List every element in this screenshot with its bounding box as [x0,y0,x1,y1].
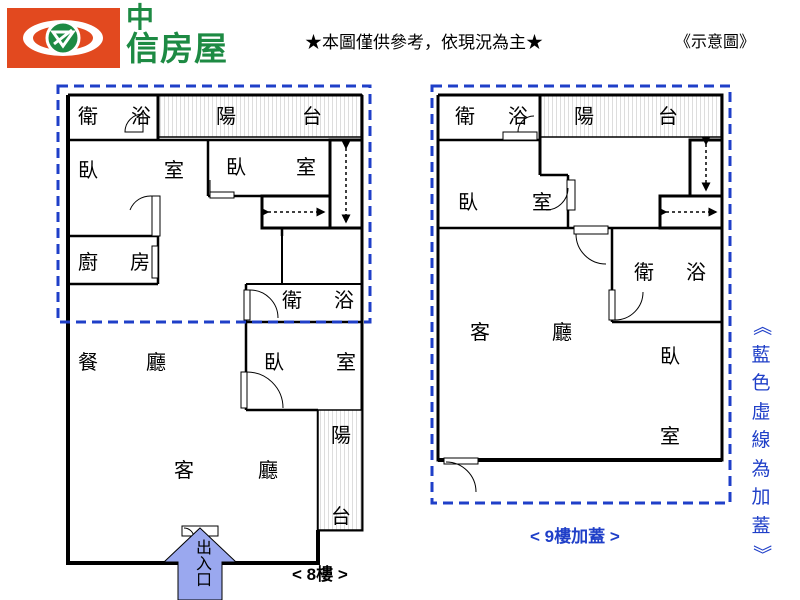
floor8-balcony-top [157,94,363,138]
floor8-bedroom2-char2: 室 [296,155,316,179]
floor9-bathroom-top-char1: 衛 [455,104,475,128]
floor9-bathroom-top-char2: 浴 [508,104,528,128]
floor8-bathroom2-char2: 浴 [334,288,354,312]
floor8-bathroom2-char1: 衛 [282,288,302,312]
floor8-balcony-top-char2: 台 [302,104,322,128]
floor8-entrance-label: 出入口 [195,538,212,589]
floor9-extension-boundary [430,84,732,505]
floor8-balcony-side-char1: 陽 [331,423,351,447]
floor8-bedroom2-char1: 臥 [226,155,246,179]
brand-name-line2: 信房屋 [126,29,228,68]
floor9-bedroom1-char2: 室 [532,190,552,214]
disclaimer-notice: ★本圖僅供參考，依現況為主★ [305,33,543,53]
floor8-plan [66,93,364,565]
floor8-extension-boundary [56,84,372,324]
floor8-bedroom1-char2: 室 [164,158,184,182]
floor9-living-char1: 客 [470,320,490,344]
floor8-outer-wall [66,95,178,565]
logo-mark [7,8,120,68]
entrance-arrow-icon [162,527,238,600]
floor9-label: < 9樓加蓋 > [530,527,620,546]
brand-name-line1: 中 [126,1,157,34]
floor8-balcony-top-char1: 陽 [216,104,236,128]
floor8-label: < 8樓 > [292,565,348,584]
floor8-bathroom-top-char2: 浴 [131,104,151,128]
floor8-stairs [328,138,364,230]
floor8-balcony-side [317,409,363,531]
floor8-bedroom3-char2: 室 [336,350,356,374]
floor8-dining-char1: 餐 [78,350,98,374]
floor9-bedroom2-char1: 臥 [660,344,680,368]
floor8-living-char2: 廳 [258,458,278,482]
floor9-living-char2: 廳 [552,320,572,344]
floor8-kitchen-char2: 房 [130,250,150,274]
floor8-dining-char2: 廳 [146,350,166,374]
floor8-living-char1: 客 [174,458,194,482]
floor9-outer-wall [436,93,724,462]
schematic-label: 《示意圖》 [675,32,756,51]
floor9-bedroom1-char1: 臥 [458,190,478,214]
floor9-balcony-top-char1: 陽 [574,104,594,128]
floor8-bedroom3-char1: 臥 [264,350,284,374]
floor9-balcony-top-char2: 台 [658,104,678,128]
extension-legend-note: 《藍色虛線為加蓋》 [750,316,773,564]
logo-emblem-icon [23,20,103,56]
floor9-plan [436,93,724,493]
floor8-bedroom1-char1: 臥 [78,158,98,182]
floor8-bathroom-top-char1: 衛 [78,104,98,128]
floor9-balcony-top [539,94,723,138]
floor8-door [124,113,144,133]
floor9-bathroom2-char1: 衛 [634,260,654,284]
floor9-bedroom2-char2: 室 [660,424,680,448]
floor9-bathroom2-char2: 浴 [686,260,706,284]
floor8-balcony-side-char2: 台 [331,504,351,528]
brand-name: 中 信房屋 [126,1,228,68]
floor8-kitchen-char1: 廚 [78,250,98,274]
